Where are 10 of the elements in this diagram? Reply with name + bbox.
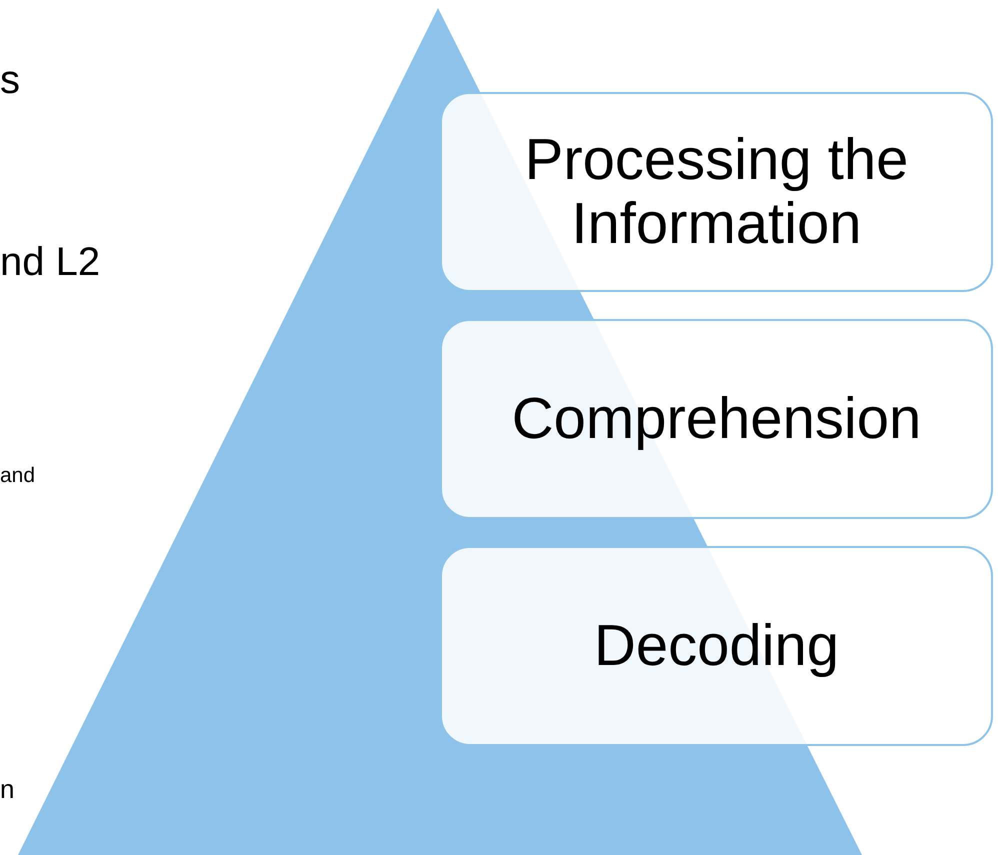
- text-fragment: n: [0, 774, 14, 805]
- level-box: [440, 319, 993, 519]
- level-box: [440, 546, 993, 746]
- level-box: [440, 92, 993, 292]
- level-label: Comprehension: [512, 387, 922, 451]
- text-fragment: nd L2: [0, 240, 100, 285]
- text-fragment: s: [0, 58, 20, 103]
- level-label: Processing the Information: [524, 128, 910, 256]
- text-fragment: and: [0, 464, 36, 488]
- level-label: Decoding: [594, 614, 840, 678]
